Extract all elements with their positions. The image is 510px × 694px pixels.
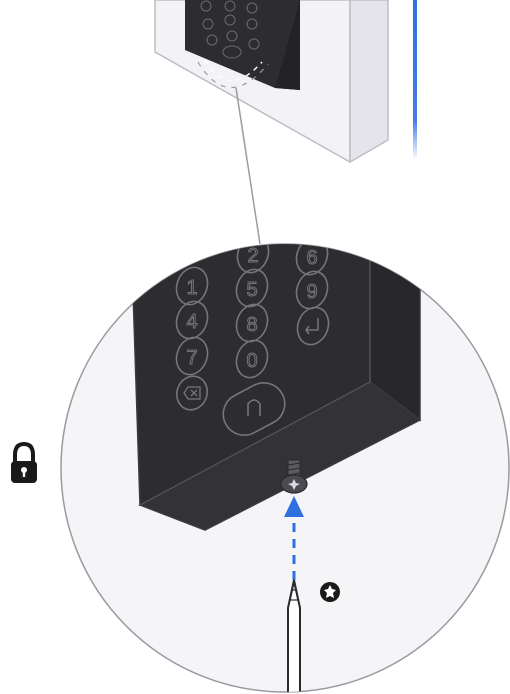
svg-text:1: 1 [186,277,197,299]
svg-text:2: 2 [247,245,258,267]
svg-text:8: 8 [246,314,257,336]
svg-text:0: 0 [246,350,257,372]
lock-icon [11,444,37,483]
accent-line [413,0,417,160]
callout-line [236,88,260,244]
svg-text:6: 6 [306,247,317,269]
svg-text:4: 4 [186,311,197,333]
svg-text:7: 7 [186,347,197,369]
screwdriver-icon [288,580,300,694]
svg-text:5: 5 [246,279,257,301]
wall-side [350,0,388,162]
svg-text:9: 9 [306,281,317,303]
torx-icon [320,582,340,602]
